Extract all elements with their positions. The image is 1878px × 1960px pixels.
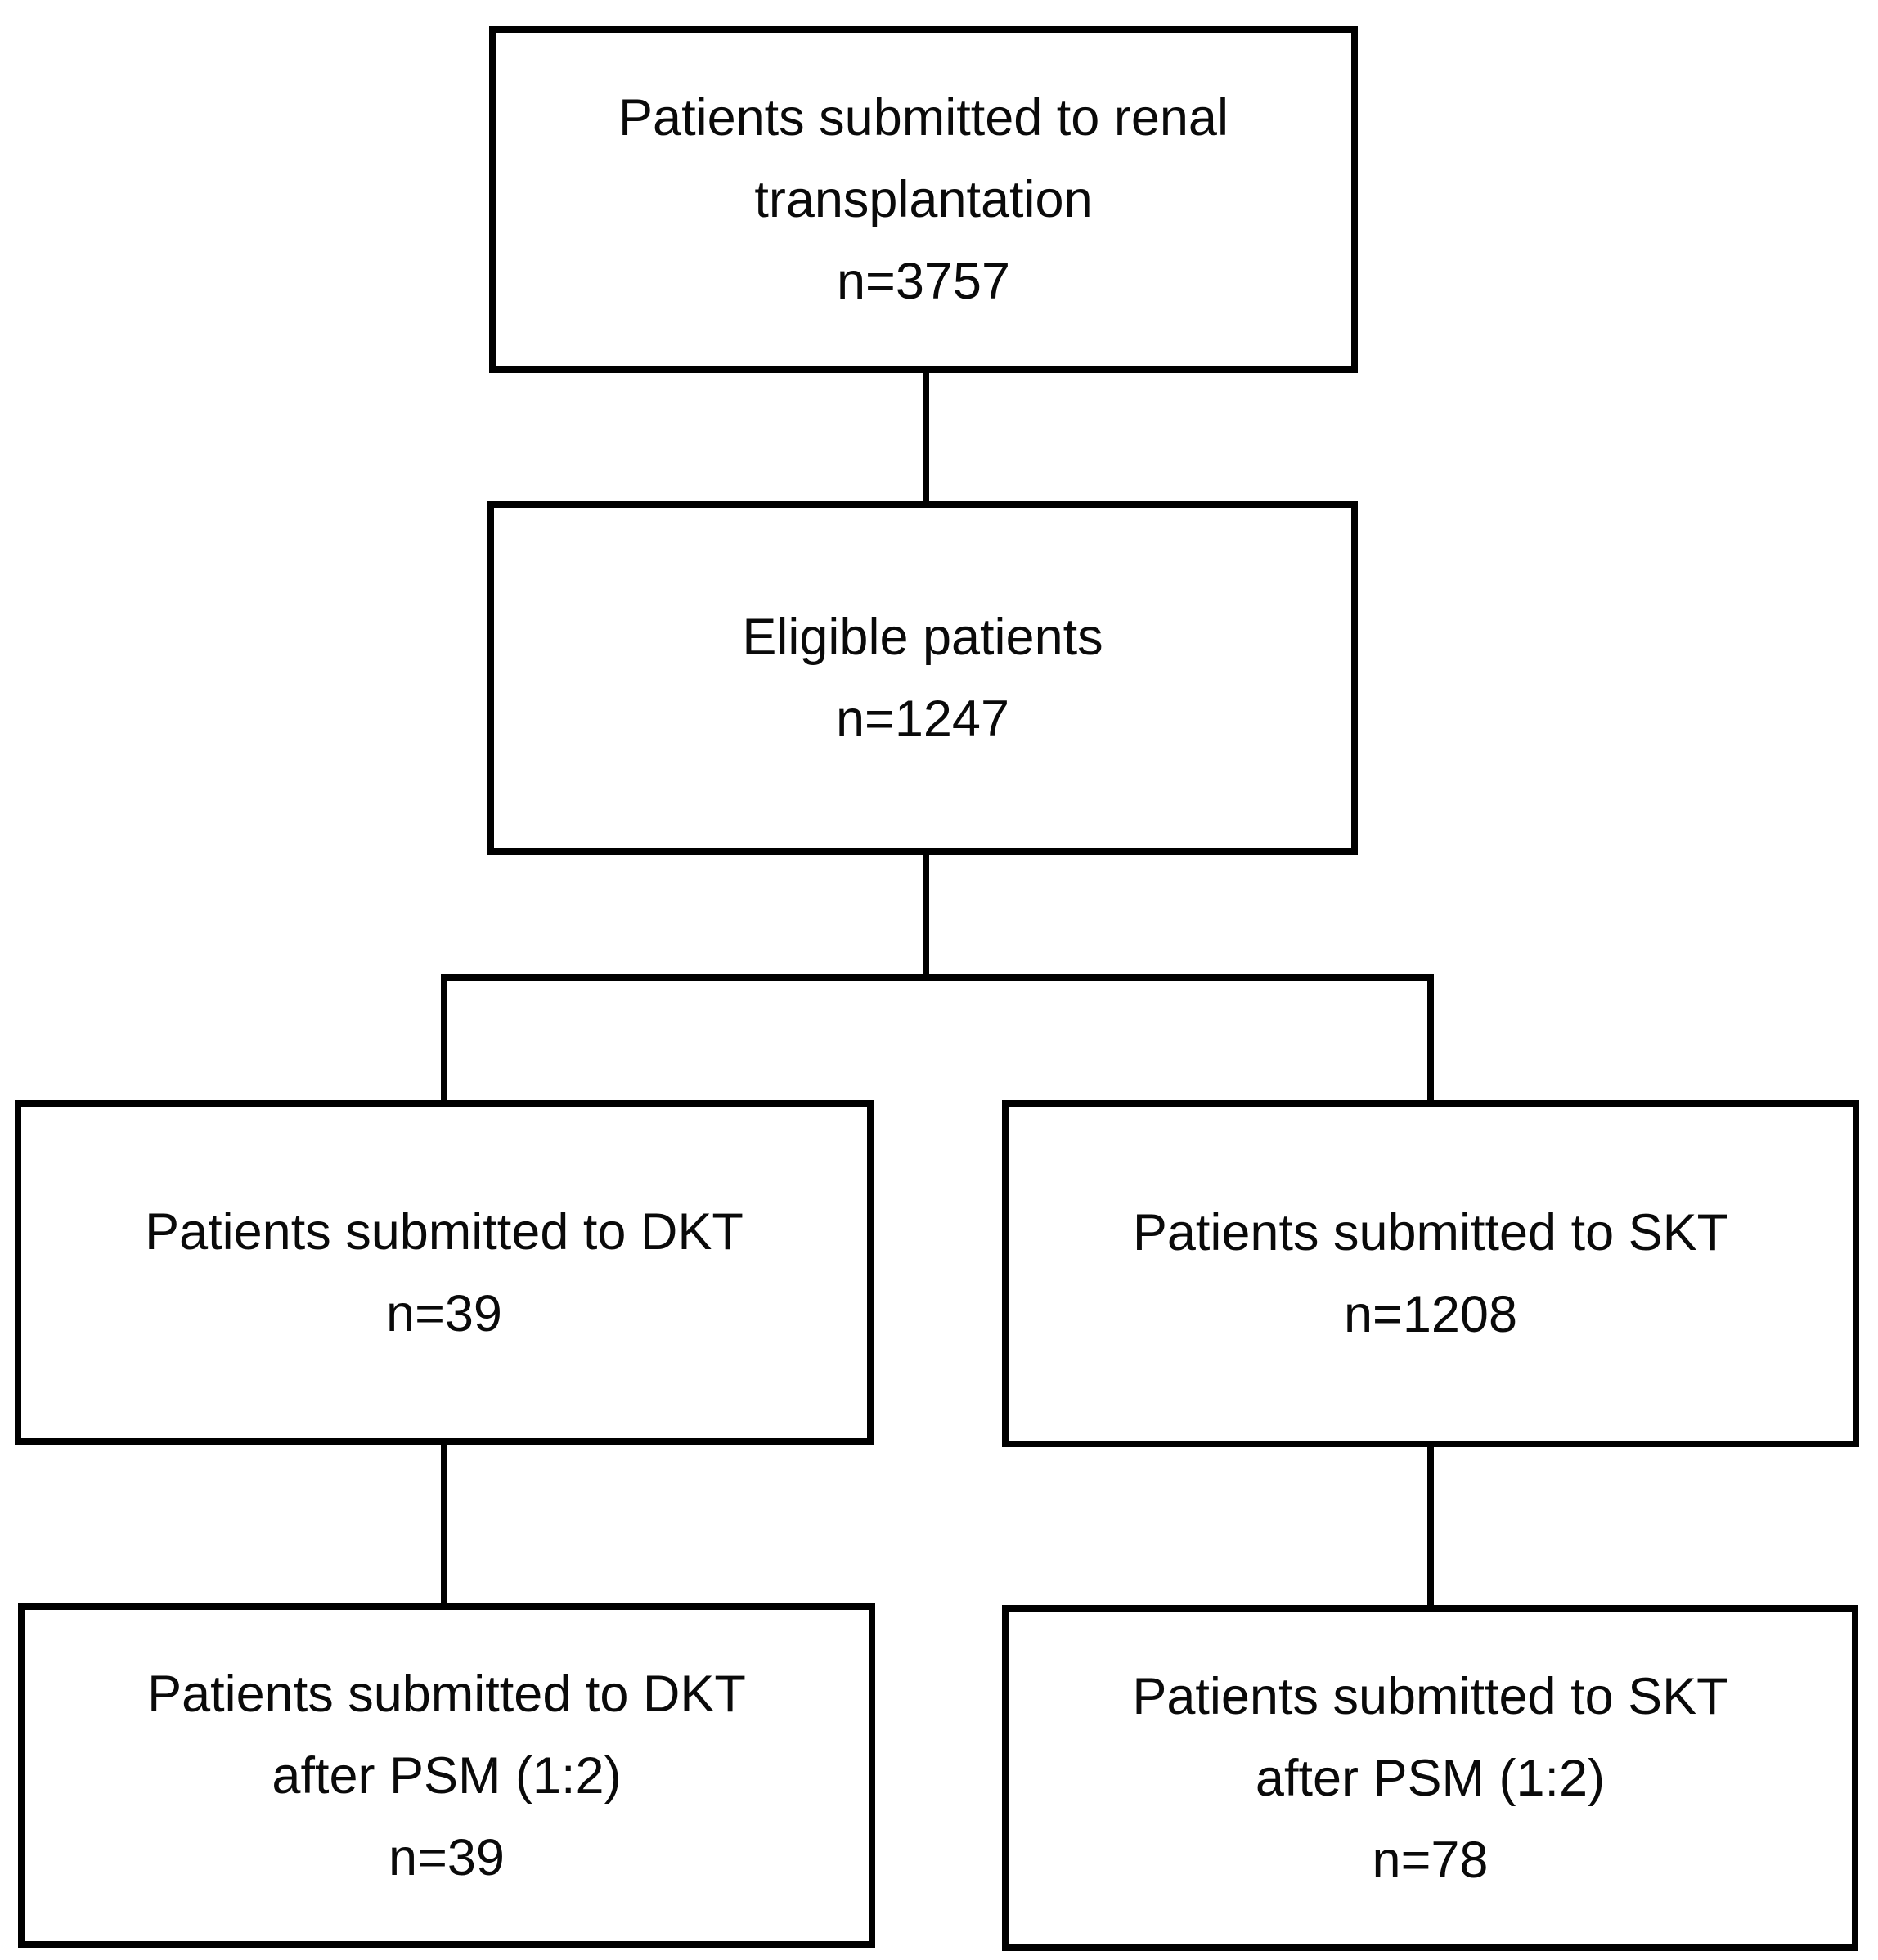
node-count: n=1247 [836, 690, 1009, 748]
node-label: transplantation [754, 171, 1093, 228]
node-label: Patients submitted to DKT [145, 1203, 744, 1261]
node-label: after PSM (1:2) [272, 1746, 622, 1805]
connector-split-horizontal [441, 974, 1434, 981]
node-dkt: Patients submitted to DKT n=39 [15, 1100, 874, 1445]
node-count: n=39 [386, 1284, 502, 1342]
node-renal-transplantation: Patients submitted to renal transplantat… [489, 26, 1358, 373]
connector-skt-to-skt-psm [1427, 1444, 1434, 1608]
node-label: Patients submitted to DKT [147, 1665, 746, 1723]
node-count: n=39 [389, 1828, 505, 1886]
node-count: n=1208 [1344, 1286, 1517, 1343]
node-dkt-after-psm: Patients submitted to DKT after PSM (1:2… [18, 1603, 875, 1948]
connector-eligible-to-split [923, 852, 929, 981]
connector-split-to-skt [1427, 974, 1434, 1104]
node-label: Patients submitted to renal [618, 89, 1229, 146]
node-eligible-patients: Eligible patients n=1247 [487, 501, 1358, 855]
node-skt: Patients submitted to SKT n=1208 [1002, 1100, 1859, 1447]
node-count: n=78 [1372, 1831, 1489, 1889]
node-count: n=3757 [837, 253, 1010, 310]
connector-split-to-dkt [441, 974, 447, 1104]
node-label: Patients submitted to SKT [1132, 1204, 1729, 1261]
connector-dkt-to-dkt-psm [441, 1441, 447, 1607]
node-label: after PSM (1:2) [1255, 1749, 1606, 1807]
connector-renal-to-eligible [923, 370, 929, 505]
node-skt-after-psm: Patients submitted to SKT after PSM (1:2… [1002, 1605, 1858, 1951]
node-label: Eligible patients [742, 609, 1103, 666]
node-label: Patients submitted to SKT [1132, 1667, 1728, 1725]
